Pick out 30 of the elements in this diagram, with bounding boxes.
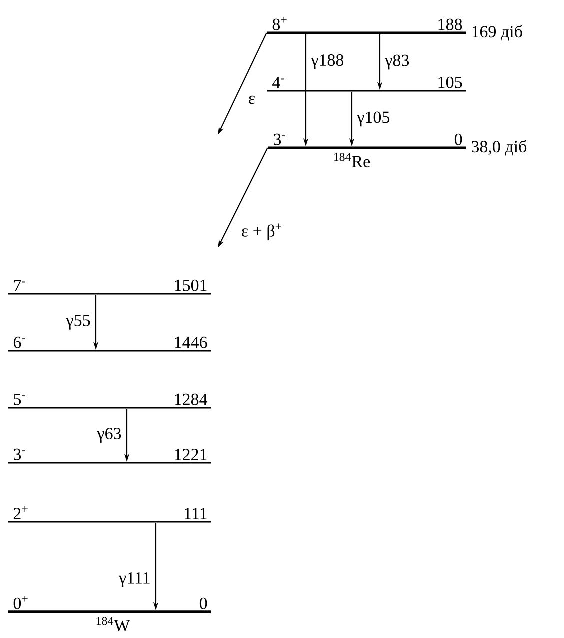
energy-label: 1284: [175, 394, 208, 406]
edge-label: ε: [249, 96, 256, 104]
energy-label: 0: [454, 134, 462, 146]
edge-label: γ63: [97, 428, 122, 443]
spin-label: 6$^{-}$: [14, 336, 26, 348]
energy-label: 188: [438, 18, 462, 30]
energy-label: 1221: [175, 449, 207, 460]
nuclide-label: $^{184}$W: [96, 617, 130, 632]
spin-label: 7$^{-}$: [14, 280, 26, 292]
energy-label: 0: [200, 598, 208, 610]
edge-label: γ55: [66, 315, 90, 330]
edge-label: ε + β$^{+}$: [242, 224, 282, 240]
energy-label: 1446: [175, 336, 208, 348]
edge-label: γ105: [357, 112, 390, 127]
edge-label: γ111: [119, 572, 150, 588]
spin-label: 0$^{+}$: [14, 596, 28, 610]
half-life-label: 38,0 діб: [472, 140, 527, 156]
spin-label: 3$^{-}$: [274, 134, 286, 146]
spin-label: 5$^{-}$: [14, 394, 26, 406]
nuclide-label: $^{184}$Re: [334, 153, 370, 168]
spin-label: 4$^{-}$: [272, 77, 284, 88]
energy-label: 105: [438, 76, 462, 88]
energy-label: 111: [185, 508, 207, 520]
half-life-label: 169 діб: [472, 25, 522, 41]
spin-label: 3$^{-}$: [14, 448, 26, 460]
edge-label: γ188: [311, 54, 344, 70]
spin-label: 2$^{+}$: [14, 506, 28, 520]
edge-label: γ83: [385, 54, 410, 70]
energy-label: 1501: [175, 280, 207, 292]
spin-label: 8$^{+}$: [272, 17, 287, 30]
